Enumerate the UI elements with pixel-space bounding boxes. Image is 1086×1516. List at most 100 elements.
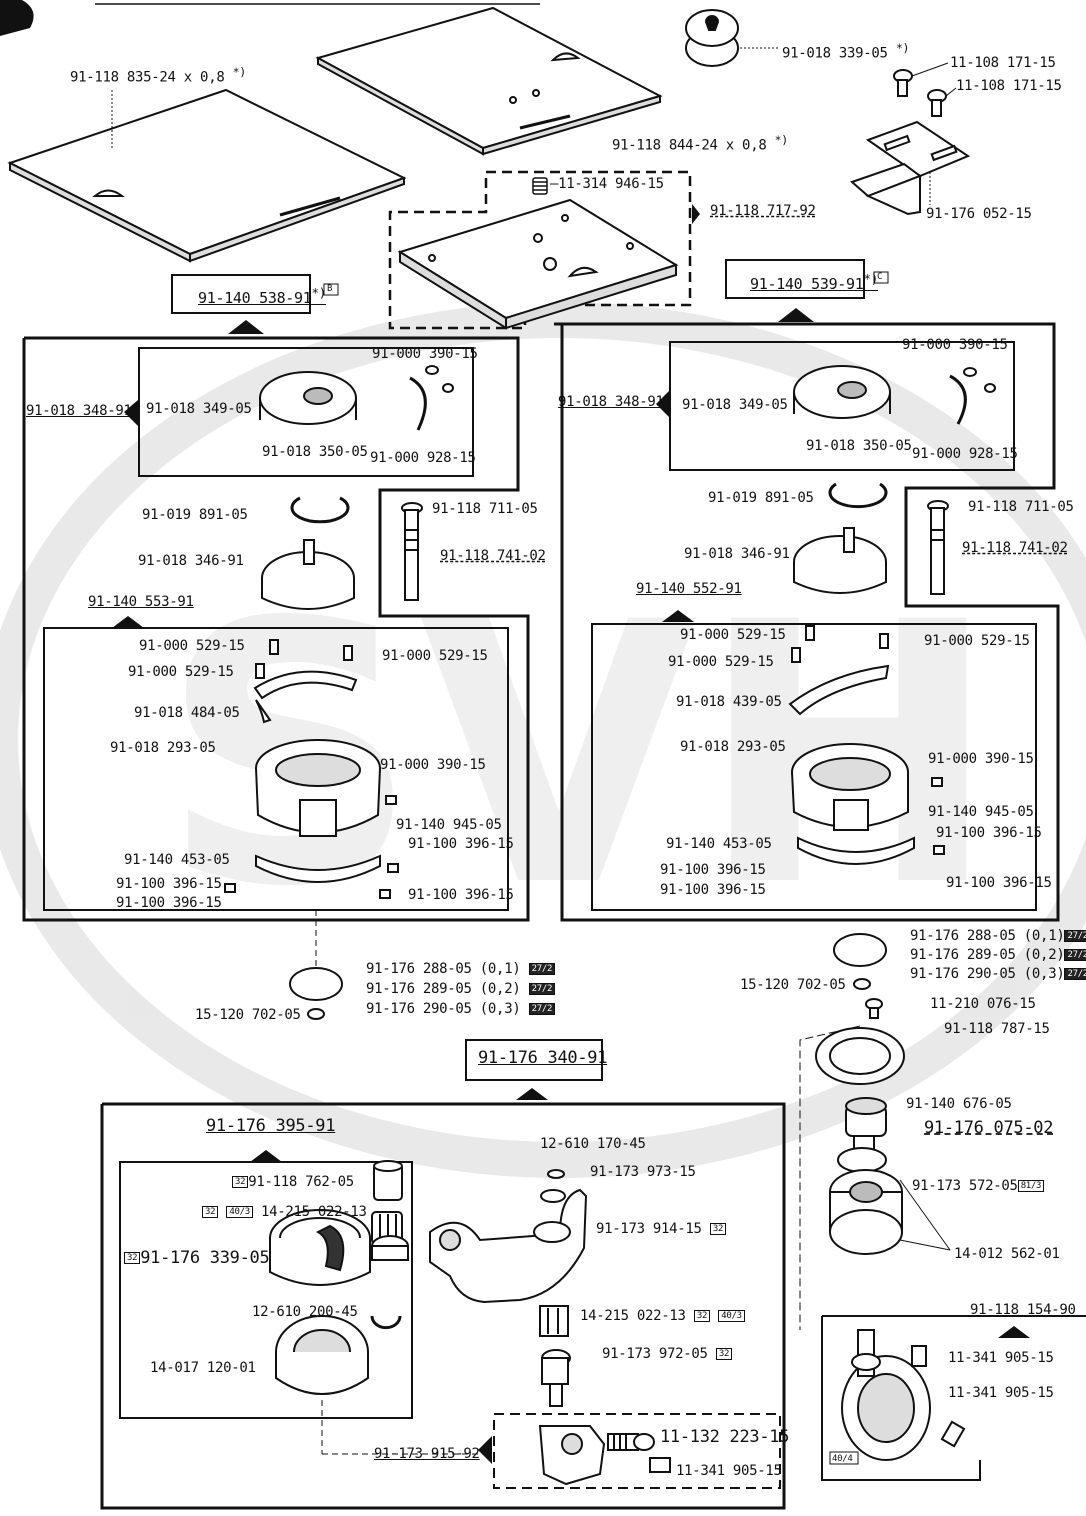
left-base: 91-018 346-91 xyxy=(138,553,244,569)
plate-right-drawing xyxy=(315,6,663,156)
bottom-parts-drawing xyxy=(269,1160,671,1486)
right-screw7: 91-100 396-15 xyxy=(660,882,766,898)
left-pin: 91-118 711-05 xyxy=(432,501,538,517)
right-base: 91-018 346-91 xyxy=(684,546,790,562)
bottom-stud: 91-173 972-05 32 xyxy=(602,1346,733,1362)
bracket-drawing xyxy=(850,120,971,216)
left-screw8: 91-100 396-15 xyxy=(408,887,514,903)
bottom-sub-header: 91-176 395-91 xyxy=(206,1116,336,1136)
left-hook-assy: 91-140 553-91 xyxy=(88,594,194,610)
bottom-washer: 91-173 973-15 xyxy=(590,1164,696,1180)
rc-gear-assy: 91-118 154-90 xyxy=(970,1302,1076,1318)
left-hook-drawing xyxy=(224,639,399,899)
right-screw8: 91-100 396-15 xyxy=(946,875,1052,891)
right-frame xyxy=(554,322,1060,922)
left-frame xyxy=(22,336,530,922)
left-gib: 91-018 484-05 xyxy=(134,705,240,721)
label-plate-right: 91-118 844-24 x 0,8 *) xyxy=(612,133,789,154)
label-slide-assembly: 91-118 717-92 xyxy=(710,203,816,219)
slide-plate-group xyxy=(388,170,692,330)
left-bobbin-case-drawing xyxy=(259,365,454,610)
right-hook-drawing xyxy=(788,625,945,865)
bottom-frame xyxy=(100,1102,786,1510)
left-spring: 91-018 293-05 xyxy=(110,740,216,756)
bottom-screw-a: 11-132 223-15 xyxy=(660,1427,790,1447)
bottom-arm: 91-173 914-15 32 xyxy=(596,1221,727,1237)
left-screw7: 91-100 396-15 xyxy=(116,895,222,911)
left-washer1: 91-176 288-05 (0,1) 27/2 xyxy=(366,961,556,977)
rc-set-screw-a: 11-341 905-15 xyxy=(948,1350,1054,1366)
bottom-needle-bearing: 32 40/3 14-215 022-13 xyxy=(202,1204,367,1220)
label-slide-screw: —11-314 946-15 xyxy=(550,176,664,192)
right-washer2: 91-176 289-05 (0,2)27/2 xyxy=(910,947,1086,963)
right-screw3: 91-000 529-15 xyxy=(924,633,1030,649)
right-latch: 91-018 350-05 xyxy=(806,438,912,454)
right-screw2: 91-000 529-15 xyxy=(668,654,774,670)
left-ring: 91-019 891-05 xyxy=(142,507,248,523)
right-pin2: 91-140 945-05 xyxy=(928,804,1034,820)
bottom-header: 91-176 340-91 xyxy=(478,1048,608,1068)
rc-flange: 91-118 787-15 xyxy=(944,1021,1050,1037)
rc-shaft: 91-176 075-02 xyxy=(924,1118,1054,1138)
right-ring: 91-019 891-05 xyxy=(708,490,814,506)
left-screw-top: 91-000 390-15 xyxy=(372,346,478,362)
right-pin: 91-118 711-05 xyxy=(968,499,1074,515)
label-screw-b: 11-108 171-15 xyxy=(956,78,1062,94)
right-gib: 91-018 439-05 xyxy=(676,694,782,710)
right-screw6: 91-100 396-15 xyxy=(660,862,766,878)
right-washer1: 91-176 288-05 (0,1)27/2 xyxy=(910,928,1086,944)
left-latch: 91-018 350-05 xyxy=(262,444,368,460)
right-screw5: 91-100 396-15 xyxy=(936,825,1042,841)
right-guard: 91-140 453-05 xyxy=(666,836,772,852)
right-column-drawing xyxy=(815,998,905,1255)
label-screw-a: 11-108 171-15 xyxy=(950,55,1056,71)
bottom-retaining-ring: 12-610 200-45 xyxy=(252,1304,358,1320)
left-pin-shaft: 91-118 741-02 xyxy=(440,548,546,564)
left-washer3: 91-176 290-05 (0,3) 27/2 xyxy=(366,1001,556,1017)
right-bobbin-case-assy: 91-018 348-91 xyxy=(558,394,664,410)
left-bottom-washer: 15-120 702-05 xyxy=(195,1007,301,1023)
bottom-screw-b: 11-341 905-15 xyxy=(676,1463,782,1479)
left-guard: 91-140 453-05 xyxy=(124,852,230,868)
left-group-header: 91-140 538-91*) xyxy=(198,285,326,307)
left-pin2: 91-140 945-05 xyxy=(396,817,502,833)
rc-bearing: 14-012 562-01 xyxy=(954,1246,1060,1262)
right-group-header: 91-140 539-91*) xyxy=(750,271,878,293)
left-bobbin-case: 91-018 349-05 xyxy=(146,401,252,417)
left-screw5: 91-100 396-15 xyxy=(408,836,514,852)
left-screw2: 91-000 529-15 xyxy=(128,664,234,680)
bottom-ball-bearing: 14-017 120-01 xyxy=(150,1360,256,1376)
rc-gear-ref: 40/4 xyxy=(832,1454,853,1464)
left-screw-bottom: 91-000 928-15 xyxy=(370,450,476,466)
right-pin-shaft: 91-118 741-02 xyxy=(962,540,1068,556)
right-bobbin-case-drawing xyxy=(793,365,996,594)
right-screw1: 91-000 529-15 xyxy=(680,627,786,643)
rc-screw: 11-210 076-15 xyxy=(930,996,1036,1012)
plate-left-drawing xyxy=(7,88,407,263)
right-screw-bottom: 91-000 928-15 xyxy=(912,446,1018,462)
left-screw6: 91-100 396-15 xyxy=(116,876,222,892)
bottom-clip: 12-610 170-45 xyxy=(540,1136,646,1152)
right-screw4: 91-000 390-15 xyxy=(928,751,1034,767)
right-washer3: 91-176 290-05 (0,3)27/2 xyxy=(910,966,1086,982)
screws-top-right xyxy=(893,69,947,117)
right-bottom-washer: 15-120 702-05 xyxy=(740,977,846,993)
bobbin-drawing xyxy=(685,9,739,67)
left-screw3: 91-000 529-15 xyxy=(382,648,488,664)
right-bobbin-case: 91-018 349-05 xyxy=(682,397,788,413)
label-bracket: 91-176 052-15 xyxy=(926,206,1032,222)
right-spring: 91-018 293-05 xyxy=(680,739,786,755)
rc-set-screw-b: 11-341 905-15 xyxy=(948,1385,1054,1401)
rc-bushing: 91-140 676-05 xyxy=(906,1096,1012,1112)
corner-mark-shape xyxy=(0,0,34,36)
right-header-tag: C xyxy=(877,272,883,282)
left-screw1: 91-000 529-15 xyxy=(139,638,245,654)
left-bobbin-case-assy: 91-018 348-91 xyxy=(26,403,132,419)
left-header-tag: B xyxy=(327,284,333,294)
bottom-crank-assy: 91-173 915-92 xyxy=(374,1446,480,1462)
